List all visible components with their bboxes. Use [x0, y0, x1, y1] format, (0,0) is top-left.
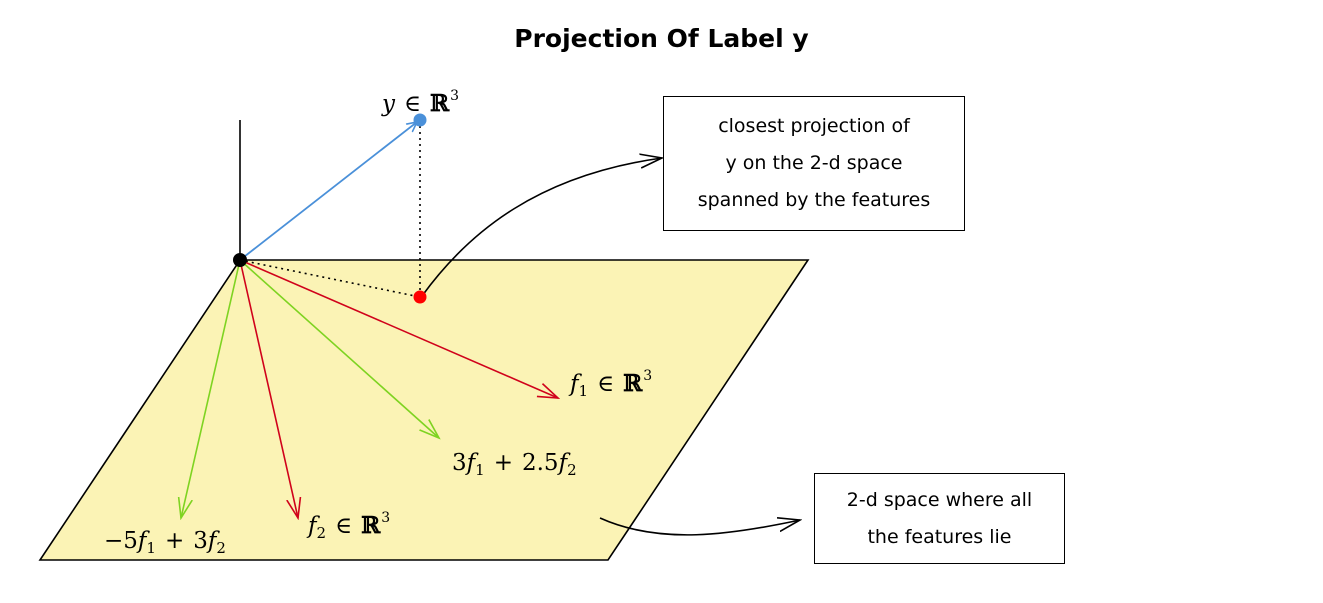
sym-b: f [558, 450, 568, 476]
coef-a: 3 [452, 450, 467, 476]
coef-b: 2.5 [521, 450, 559, 476]
f2-label: f2 ∈ ℝ3 [308, 510, 390, 542]
f2-subscript: 2 [316, 524, 327, 542]
combo2-vector [181, 259, 241, 518]
dimension: 3 [643, 368, 653, 384]
plus-op: + [493, 450, 513, 476]
dimension: 3 [450, 88, 460, 104]
y-point [413, 113, 427, 127]
real-set: ℝ [623, 370, 643, 397]
member-op: ∈ [597, 371, 615, 397]
sub-a: 1 [475, 461, 485, 479]
f1-label: f1 ∈ ℝ3 [570, 368, 652, 400]
real-set: ℝ [430, 90, 450, 117]
annotation-line: 2-d space where all [846, 488, 1033, 511]
projection-annotation-box: closest projection of y on the 2-d space… [663, 96, 965, 231]
projection-callout-arrow [421, 158, 662, 297]
feature-plane [38, 259, 810, 561]
coef-a: −5 [104, 528, 138, 554]
f1-subscript: 1 [578, 382, 589, 400]
member-op: ∈ [335, 513, 353, 539]
y-symbol: y [382, 91, 395, 117]
sub-a: 1 [146, 539, 156, 557]
coef-b: 3 [193, 528, 208, 554]
sym-a: f [137, 528, 147, 554]
f2-symbol: f [308, 513, 317, 539]
sym-b: f [207, 528, 217, 554]
annotation-line: the features lie [867, 525, 1012, 548]
projection-point [413, 290, 427, 304]
annotation-line: closest projection of [718, 115, 910, 137]
y-vector [239, 122, 417, 261]
plane-annotation-box: 2-d space where all the features lie [814, 473, 1065, 564]
combo1-label: 3f1+2.5f2 [452, 450, 577, 479]
y-label: y ∈ ℝ3 [382, 88, 459, 117]
combo1-vector [239, 259, 439, 438]
projection-base-line [239, 259, 421, 298]
member-op: ∈ [404, 91, 422, 117]
dimension: 3 [381, 510, 391, 526]
f1-vector [239, 259, 558, 398]
sub-b: 2 [567, 461, 577, 479]
combo2-label: −5f1+3f2 [104, 528, 226, 557]
f2-vector [239, 259, 298, 518]
origin-point [233, 253, 247, 267]
f1-symbol: f [570, 371, 579, 397]
plus-op: + [164, 528, 185, 554]
real-set: ℝ [361, 512, 381, 539]
sym-a: f [466, 450, 476, 476]
sub-b: 2 [216, 539, 226, 557]
plane-callout-arrow [599, 518, 800, 536]
diagram-title: Projection Of Label y [514, 24, 809, 53]
annotation-line: y on the 2-d space [725, 152, 903, 174]
annotation-line: spanned by the features [697, 189, 931, 211]
